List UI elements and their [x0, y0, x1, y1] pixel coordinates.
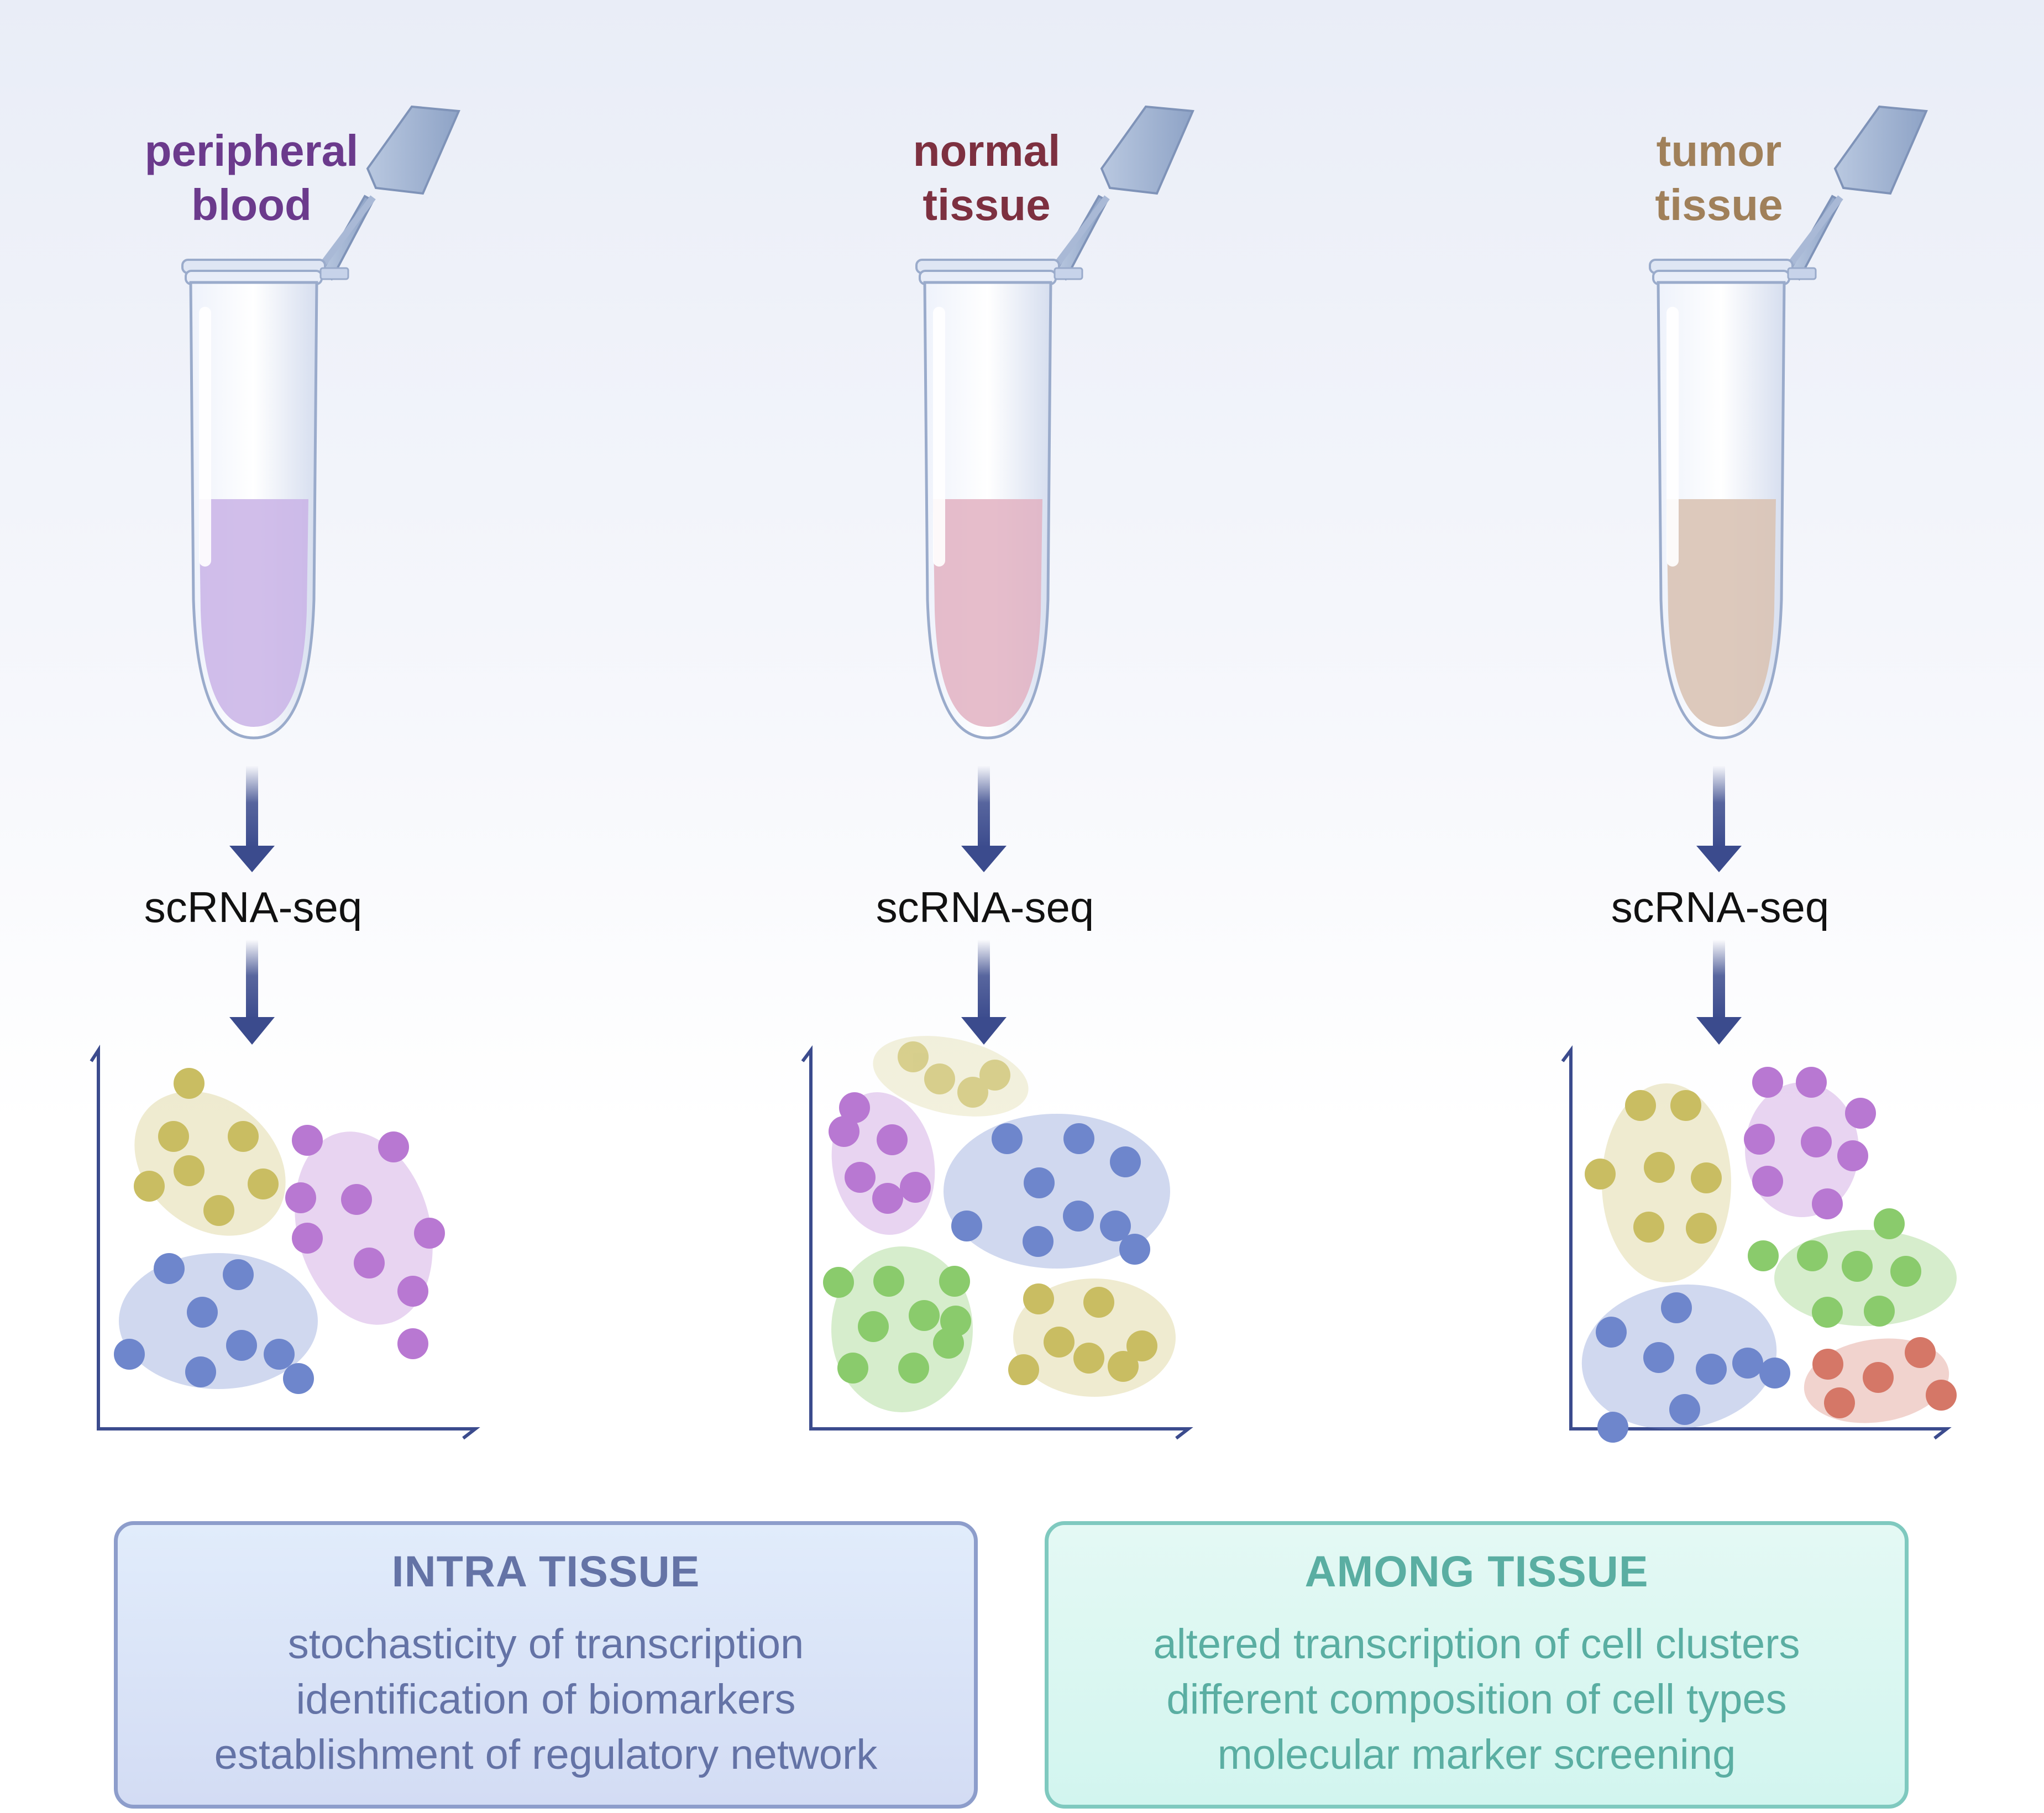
cells-purple — [829, 1092, 931, 1214]
cells-yellow — [1585, 1090, 1722, 1244]
cells-blue — [1596, 1292, 1790, 1443]
sample-title-line2: blood — [191, 180, 312, 229]
microtube-icon — [915, 105, 1194, 740]
list-item: stochasticity of transcription — [287, 1621, 804, 1668]
method-label: scRNA-seq — [144, 883, 362, 931]
method-label: scRNA-seq — [876, 883, 1094, 931]
arrow-down-icon — [1696, 1017, 1742, 1045]
arrow-shaft — [246, 940, 258, 1020]
sample-peripheral-blood: peripheral blood scRNA-seq — [90, 105, 480, 1440]
plot-axes — [1561, 1045, 1952, 1440]
cluster-plot — [1561, 1045, 1957, 1443]
list-item: different composition of cell types — [1166, 1676, 1787, 1723]
microtube-icon — [181, 105, 460, 740]
among-tissue-title: AMONG TISSUE — [1304, 1547, 1649, 1596]
intra-tissue-box: INTRA TISSUE stochasticity of transcript… — [114, 1521, 978, 1809]
plot-axes — [801, 1045, 1193, 1440]
cluster-plot — [801, 1036, 1193, 1440]
arrow-down-icon — [229, 846, 275, 872]
arrow-down-icon — [961, 846, 1007, 872]
cells-blue — [114, 1253, 314, 1394]
cells-blue — [951, 1123, 1150, 1265]
among-tissue-box: AMONG TISSUE altered transcription of ce… — [1045, 1521, 1909, 1809]
cluster-blue — [1581, 1284, 1777, 1430]
cells-yellow — [134, 1068, 279, 1226]
cells-purple — [285, 1125, 445, 1359]
arrow-shaft — [978, 940, 990, 1020]
cells-green — [823, 1266, 971, 1384]
sample-tumor-tissue: tumor tissue scRNA-seq — [1561, 105, 1957, 1443]
sample-title-line1: normal — [913, 126, 1061, 175]
cluster-yellow — [134, 1091, 286, 1236]
list-item: identification of biomarkers — [296, 1676, 796, 1723]
list-item: altered transcription of cell clusters — [1153, 1621, 1800, 1668]
method-label: scRNA-seq — [1611, 883, 1829, 931]
list-item: molecular marker screening — [1217, 1731, 1736, 1778]
arrow-shaft — [978, 766, 990, 848]
arrow-down-icon — [961, 1017, 1007, 1045]
arrow-shaft — [1713, 940, 1725, 1020]
cells-purple — [1744, 1067, 1876, 1219]
arrow-down-icon — [229, 1017, 275, 1045]
cluster-plot — [90, 1044, 480, 1440]
cluster-purple — [295, 1131, 433, 1325]
cells-green — [1748, 1208, 1921, 1328]
microtube-icon — [1649, 105, 1928, 740]
arrow-down-icon — [1696, 846, 1742, 872]
sample-normal-tissue: normal tissue scRNA-seq — [801, 105, 1194, 1440]
intra-tissue-title: INTRA TISSUE — [391, 1547, 700, 1596]
arrow-shaft — [246, 766, 258, 848]
cells-yellow — [1008, 1283, 1157, 1385]
sample-title-line2: tissue — [1655, 180, 1783, 229]
cells-red — [1812, 1337, 1957, 1418]
sample-title-line1: peripheral — [145, 126, 359, 175]
arrow-shaft — [1713, 766, 1725, 848]
cells-yellow — [898, 1041, 1010, 1108]
sample-title-line2: tissue — [923, 180, 1050, 229]
intra-tissue-list: stochasticity of transcription identific… — [118, 1617, 974, 1783]
sample-title-line1: tumor — [1657, 126, 1782, 175]
among-tissue-list: altered transcription of cell clusters d… — [1049, 1617, 1905, 1783]
plot-axes — [90, 1044, 480, 1440]
list-item: establishment of regulatory network — [214, 1731, 878, 1778]
